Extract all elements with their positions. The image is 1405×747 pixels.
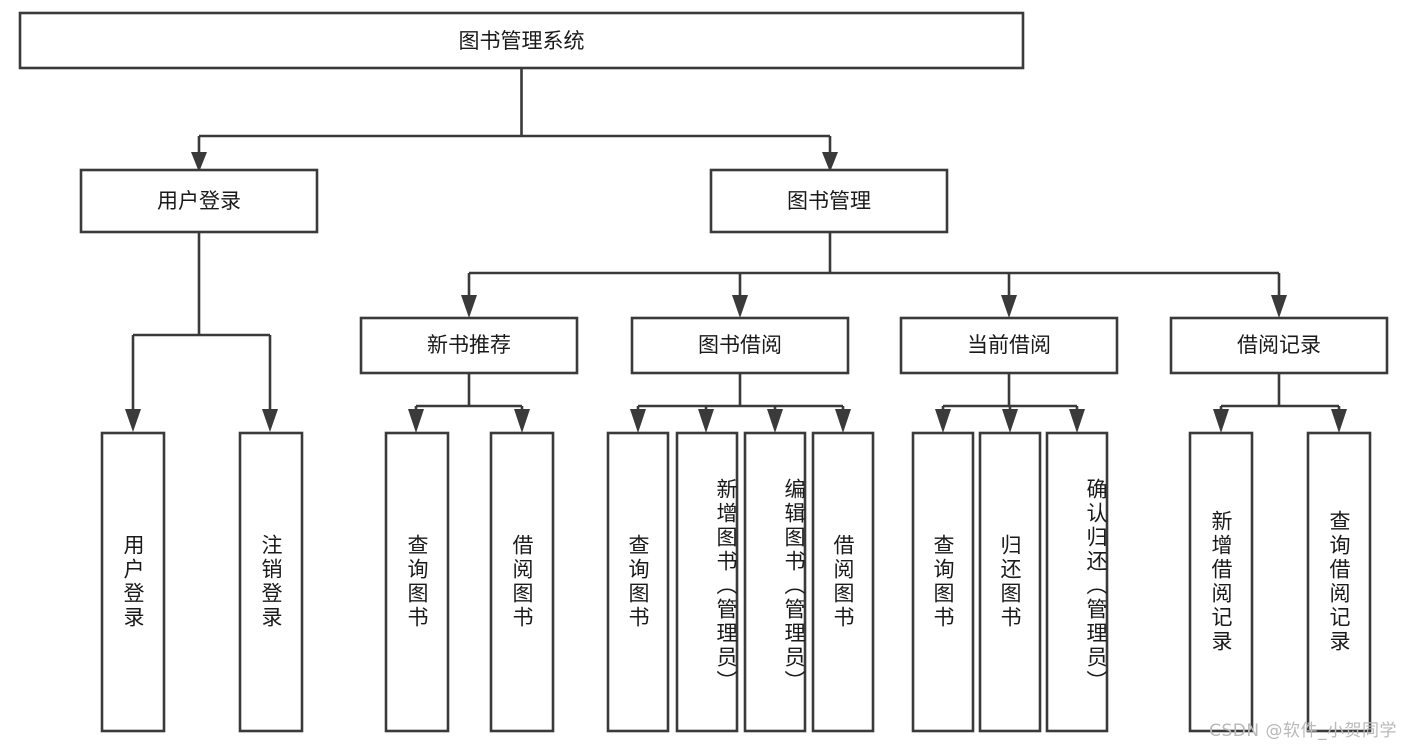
arrowhead-to-leaf-query-book-1 (408, 409, 424, 433)
node-book-borrow-box[interactable] (630, 316, 850, 375)
node-leaf-query-book-1-box[interactable] (384, 431, 450, 733)
arrowhead-to-user-login (191, 152, 207, 172)
arrowhead-to-leaf-edit-book (767, 409, 783, 433)
arrowhead-to-leaf-query-book-3 (935, 409, 951, 433)
arrowhead-to-leaf-query-record (1331, 409, 1347, 433)
node-book-borrow-label: 图书借阅 (698, 333, 782, 357)
node-leaf-add-record-box[interactable] (1188, 431, 1254, 733)
node-leaf-borrow-book-1-box[interactable] (489, 431, 555, 733)
arrowhead-to-leaf-user-login (125, 409, 141, 432)
node-new-book-recommend-label: 新书推荐 (427, 333, 511, 357)
arrowhead-to-book-borrow (732, 295, 748, 318)
arrowhead-to-leaf-logout-login (262, 409, 278, 432)
node-leaf-query-record-box[interactable] (1306, 431, 1372, 733)
node-leaf-query-book-3-box[interactable] (911, 431, 975, 733)
node-root-label: 图书管理系统 (459, 29, 585, 53)
node-leaf-confirm-return-box[interactable] (1045, 431, 1109, 733)
node-current-borrow-box[interactable] (899, 316, 1119, 375)
arrowhead-to-leaf-borrow-book-1 (514, 409, 530, 433)
node-borrow-record-label: 借阅记录 (1237, 333, 1321, 357)
node-new-book-recommend-box[interactable] (359, 316, 579, 375)
horizontal-label-layer: 图书管理系统 用户登录 图书管理 新书推荐 图书借阅 当前借阅 借阅记录 (157, 29, 1321, 357)
node-current-borrow-label: 当前借阅 (967, 333, 1051, 357)
node-leaf-query-book-2-box[interactable] (606, 431, 670, 733)
arrowhead-to-book-manage (822, 152, 838, 172)
node-root-box[interactable] (18, 11, 1025, 70)
arrowhead-to-leaf-add-book (698, 409, 714, 433)
arrowhead-layer (125, 152, 1347, 433)
arrowhead-to-leaf-query-book-2 (630, 409, 646, 433)
arrowhead-to-new-book-recommend (461, 295, 477, 318)
node-borrow-record-box[interactable] (1169, 316, 1389, 375)
arrowhead-to-borrow-record (1271, 295, 1287, 318)
node-leaf-return-book-box[interactable] (978, 431, 1042, 733)
node-book-manage-box[interactable] (709, 168, 949, 234)
node-leaf-edit-book-box[interactable] (743, 431, 807, 733)
arrowhead-to-leaf-return-book (1002, 409, 1018, 433)
node-leaf-add-book-box[interactable] (675, 431, 739, 733)
csdn-watermark: CSDN @软件_小贺同学 (1209, 721, 1397, 741)
arrowhead-to-leaf-borrow-book-2 (835, 409, 851, 433)
node-user-login-label: 用户登录 (157, 189, 241, 213)
node-leaf-borrow-book-2-box[interactable] (811, 431, 875, 733)
arrowhead-to-current-borrow (1001, 295, 1017, 318)
arrowhead-to-leaf-add-record (1213, 409, 1229, 433)
node-leaf-logout-login-box[interactable] (238, 431, 304, 733)
arrowhead-to-leaf-confirm-return (1069, 409, 1085, 433)
node-book-manage-label: 图书管理 (787, 189, 871, 213)
node-leaf-user-login-box[interactable] (100, 431, 166, 733)
node-layer (18, 11, 1389, 733)
node-user-login-box[interactable] (79, 168, 319, 234)
